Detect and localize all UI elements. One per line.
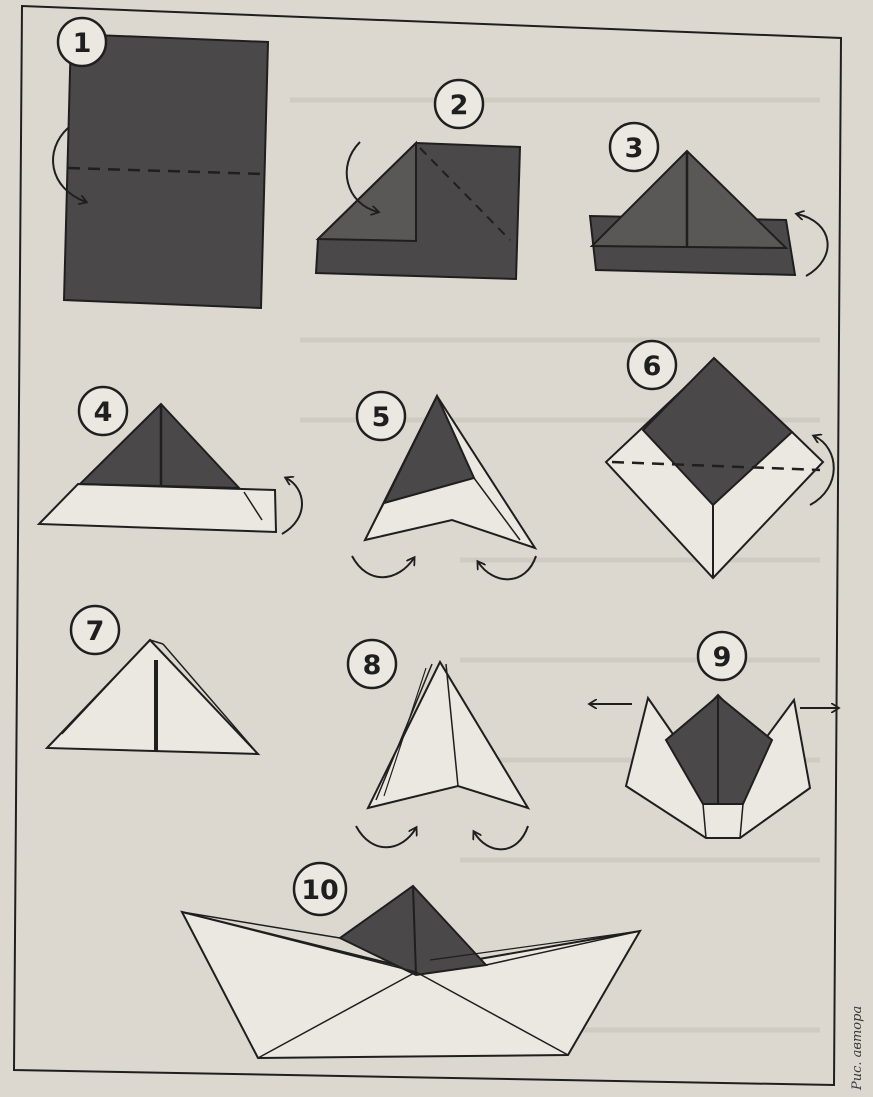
step-number-badge: 3 bbox=[610, 123, 658, 171]
paper-strip bbox=[39, 484, 276, 532]
step-8 bbox=[356, 662, 528, 849]
step-number-badge: 8 bbox=[348, 640, 396, 688]
fold-arrow-icon bbox=[474, 826, 528, 849]
step-2 bbox=[316, 142, 520, 279]
step-number-badge: 2 bbox=[435, 80, 483, 128]
paper-triangle bbox=[47, 640, 258, 754]
step-number-badge: 5 bbox=[357, 392, 405, 440]
step-number-5: 5 bbox=[372, 402, 391, 433]
fold-arrow-icon bbox=[282, 478, 302, 534]
step-number-badge: 4 bbox=[79, 387, 127, 435]
paper-sheet bbox=[64, 34, 268, 308]
step-number-badge: 10 bbox=[294, 863, 346, 915]
step-number-badge: 1 bbox=[58, 18, 106, 66]
step-number-1: 1 bbox=[73, 28, 92, 59]
step-10 bbox=[182, 886, 640, 1058]
fold-arrow-icon bbox=[356, 826, 416, 847]
folded-corner bbox=[318, 143, 416, 241]
fold-arrow-icon bbox=[797, 214, 828, 276]
fold-arrow-icon bbox=[352, 556, 414, 577]
step-number-7: 7 bbox=[86, 616, 105, 647]
step-4 bbox=[39, 404, 302, 534]
step-9 bbox=[590, 695, 838, 838]
step-number-6: 6 bbox=[643, 351, 662, 382]
step-number-badge: 9 bbox=[698, 632, 746, 680]
step-6 bbox=[606, 358, 834, 578]
step-number-badge: 6 bbox=[628, 341, 676, 389]
figure-caption: Рис. автора bbox=[850, 1006, 865, 1091]
step-7 bbox=[47, 640, 258, 754]
step-number-3: 3 bbox=[625, 133, 644, 164]
step-number-badge: 7 bbox=[71, 606, 119, 654]
step-number-8: 8 bbox=[363, 650, 382, 681]
step-number-10: 10 bbox=[301, 875, 339, 906]
step-1 bbox=[53, 34, 268, 308]
step-number-2: 2 bbox=[450, 90, 469, 121]
step-number-4: 4 bbox=[94, 397, 113, 428]
step-number-9: 9 bbox=[713, 642, 732, 673]
